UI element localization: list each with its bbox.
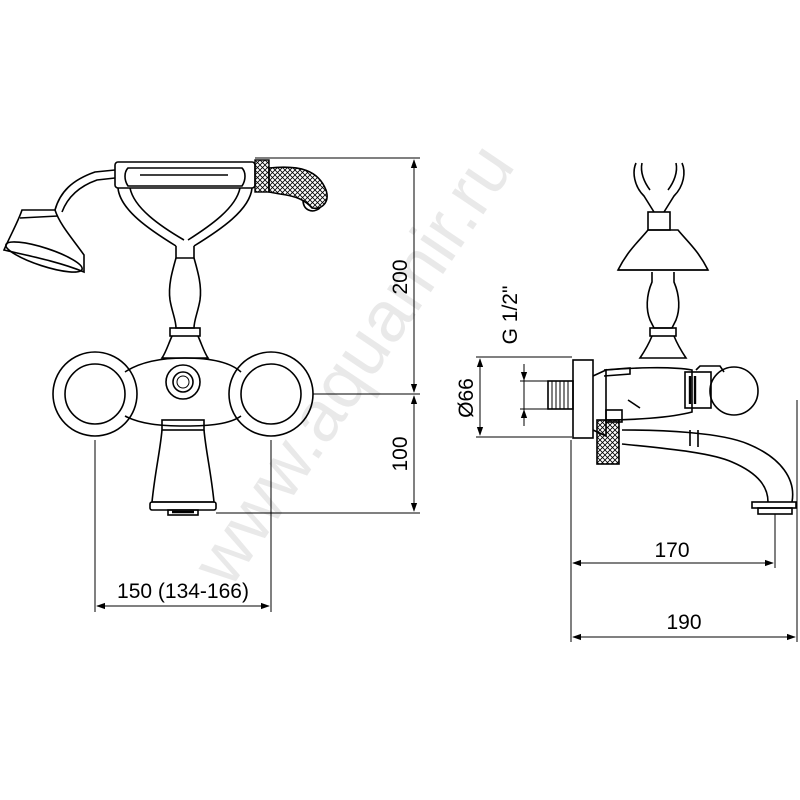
- side-inlet: [547, 380, 574, 410]
- dim-height-top-label: 200: [389, 259, 412, 294]
- shower-head: [2, 169, 116, 274]
- dim-spout-reach-label: 170: [654, 539, 689, 562]
- dim-spout-reach: 170: [572, 539, 774, 567]
- dim-height-top: 200: [389, 159, 418, 393]
- dim-thread: G 1/2": [499, 286, 528, 426]
- dim-height-bottom: 100: [389, 395, 418, 512]
- column: [160, 246, 210, 359]
- dim-width: 150 (134-166): [94, 440, 272, 612]
- dim-total-depth-label: 190: [666, 611, 701, 634]
- side-view: G 1/2" Ø66 170 190: [455, 162, 798, 642]
- handset-cradle: [114, 159, 328, 247]
- dim-diameter: Ø66: [455, 358, 484, 436]
- side-diverter: [596, 409, 623, 465]
- dim-total-depth: 190: [572, 611, 796, 641]
- cradle-hook: [633, 162, 685, 231]
- lower-body: [149, 419, 217, 516]
- dim-diameter-label: Ø66: [455, 378, 478, 418]
- side-column: [638, 272, 688, 359]
- mixer-body: [52, 351, 314, 437]
- dim-thread-label: G 1/2": [499, 286, 522, 345]
- front-view: 200 100 150 (134-166): [2, 157, 420, 612]
- side-spout: [621, 429, 797, 515]
- side-bell: [616, 229, 710, 271]
- dim-width-label: 150 (134-166): [117, 580, 249, 603]
- dim-height-bottom-label: 100: [389, 436, 412, 471]
